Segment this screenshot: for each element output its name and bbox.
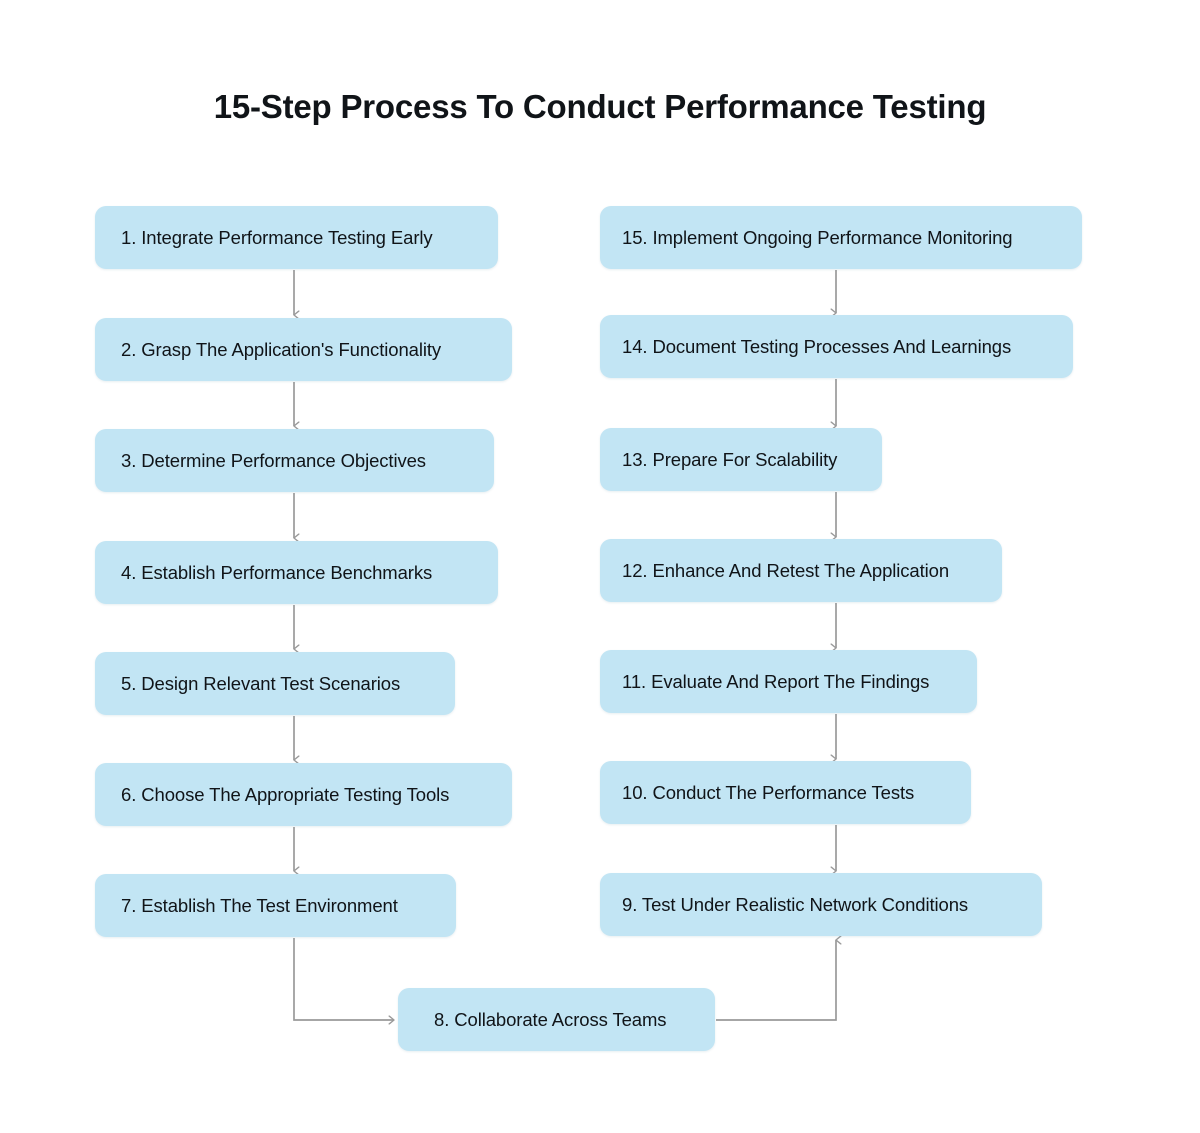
edge-8-to-9 [716, 940, 836, 1021]
step-node-label: 9. Test Under Realistic Network Conditio… [622, 893, 969, 915]
step-node-8[interactable]: 8. Collaborate Across Teams [398, 988, 715, 1051]
step-node-10[interactable]: 10. Conduct The Performance Tests [600, 761, 971, 824]
step-node-label: 13. Prepare For Scalability [622, 448, 838, 470]
step-node-label: 7. Establish The Test Environment [121, 894, 398, 916]
step-node-11[interactable]: 11. Evaluate And Report The Findings [600, 650, 977, 713]
page-title: 15-Step Process To Conduct Performance T… [213, 88, 987, 125]
step-node-15[interactable]: 15. Implement Ongoing Performance Monito… [600, 206, 1082, 269]
step-node-13[interactable]: 13. Prepare For Scalability [600, 428, 882, 491]
step-node-label: 4. Establish Performance Benchmarks [121, 561, 433, 583]
step-node-4[interactable]: 4. Establish Performance Benchmarks [95, 541, 498, 604]
step-node-7[interactable]: 7. Establish The Test Environment [95, 874, 456, 937]
step-node-label: 3. Determine Performance Objectives [121, 449, 426, 471]
step-node-label: 12. Enhance And Retest The Application [622, 559, 950, 581]
step-node-label: 5. Design Relevant Test Scenarios [121, 672, 401, 694]
step-node-12[interactable]: 12. Enhance And Retest The Application [600, 539, 1002, 602]
step-node-9[interactable]: 9. Test Under Realistic Network Conditio… [600, 873, 1042, 936]
step-node-3[interactable]: 3. Determine Performance Objectives [95, 429, 494, 492]
step-node-label: 15. Implement Ongoing Performance Monito… [622, 226, 1013, 248]
step-node-2[interactable]: 2. Grasp The Application's Functionality [95, 318, 512, 381]
step-node-label: 1. Integrate Performance Testing Early [121, 226, 433, 248]
step-node-label: 14. Document Testing Processes And Learn… [622, 335, 1012, 357]
step-node-5[interactable]: 5. Design Relevant Test Scenarios [95, 652, 455, 715]
step-node-1[interactable]: 1. Integrate Performance Testing Early [95, 206, 498, 269]
step-node-label: 6. Choose The Appropriate Testing Tools [121, 783, 450, 805]
step-node-label: 2. Grasp The Application's Functionality [121, 338, 442, 360]
step-node-6[interactable]: 6. Choose The Appropriate Testing Tools [95, 763, 512, 826]
step-node-label: 10. Conduct The Performance Tests [622, 781, 915, 803]
edge-7-to-8 [293, 938, 394, 1020]
step-node-label: 8. Collaborate Across Teams [434, 1008, 667, 1030]
step-node-14[interactable]: 14. Document Testing Processes And Learn… [600, 315, 1073, 378]
step-node-label: 11. Evaluate And Report The Findings [622, 670, 930, 692]
